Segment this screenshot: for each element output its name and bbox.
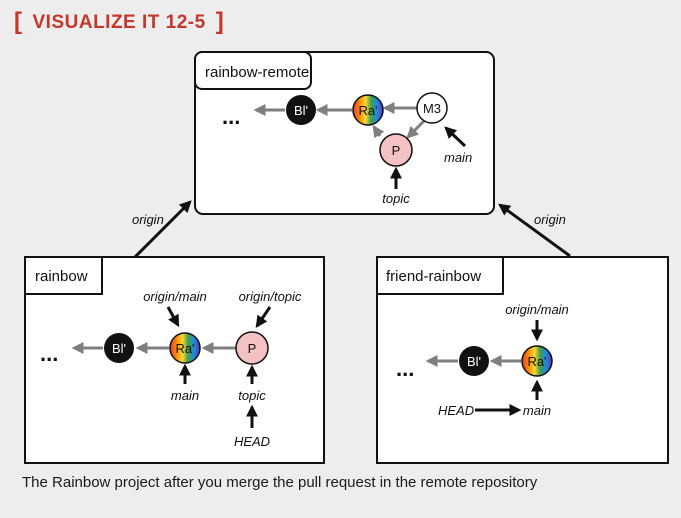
friend-origin-main-label: origin/main [505,302,569,317]
local-repo-tab [24,256,103,295]
remote-repo-tab [194,51,312,90]
remote-commit-m3 [416,92,448,124]
origin-label-left: origin [132,212,164,227]
remote-commit-m3-label: M3 [423,101,441,116]
heading-title: VISUALIZE IT 12-5 [32,12,206,33]
remote-main-pointer [444,126,467,148]
heading-bracket-close: ] [215,8,225,35]
remote-commit-p-label: P [392,143,401,158]
local-main-label: main [171,388,199,403]
remote-arrow-m3-p [406,119,426,139]
local-head-label: HEAD [234,434,270,449]
local-commit-p-label: P [248,341,257,356]
friend-commit-bl [459,346,489,376]
friend-commit-ra-label: Ra' [527,354,546,369]
local-origin-topic-label: origin/topic [239,289,302,304]
remote-ellipsis: ... [222,104,240,129]
friend-main-label: main [523,403,551,418]
origin-arrow-right [498,203,571,258]
friend-commit-ra [521,345,553,377]
local-origin-main-label: origin/main [143,289,207,304]
local-origin-topic-pointer [255,306,272,328]
remote-main-label: main [444,150,472,165]
remote-arrow-p-ra [372,125,385,139]
figure-heading: [ VISUALIZE IT 12-5] [14,7,224,35]
local-origin-main-pointer [166,306,180,328]
friend-head-label: HEAD [438,403,474,418]
figure-caption: The Rainbow project after you merge the … [22,474,538,491]
origin-arrow-left [133,200,192,259]
local-commit-ra [169,332,201,364]
local-commit-p [235,331,269,365]
heading-bracket-open: [ [14,8,23,35]
local-commit-bl [104,333,134,363]
friend-repo-name: friend-rainbow [386,268,481,285]
friend-repo-tab [376,256,504,295]
local-commit-bl-label: Bl' [112,341,126,356]
remote-repo-name: rainbow-remote [205,64,309,81]
remote-commit-p [379,133,413,167]
remote-commit-ra [352,94,384,126]
remote-commit-ra-label: Ra' [358,103,377,118]
remote-commit-bl-label: Bl' [294,103,308,118]
local-repo-name: rainbow [35,268,88,285]
friend-ellipsis: ... [396,356,414,381]
remote-commit-bl [286,95,316,125]
friend-commit-bl-label: Bl' [467,354,481,369]
local-ellipsis: ... [40,341,58,366]
local-commit-ra-label: Ra' [175,341,194,356]
local-topic-label: topic [238,388,266,403]
remote-repo-box [194,51,495,215]
origin-label-right: origin [534,212,566,227]
remote-topic-label: topic [382,191,410,206]
